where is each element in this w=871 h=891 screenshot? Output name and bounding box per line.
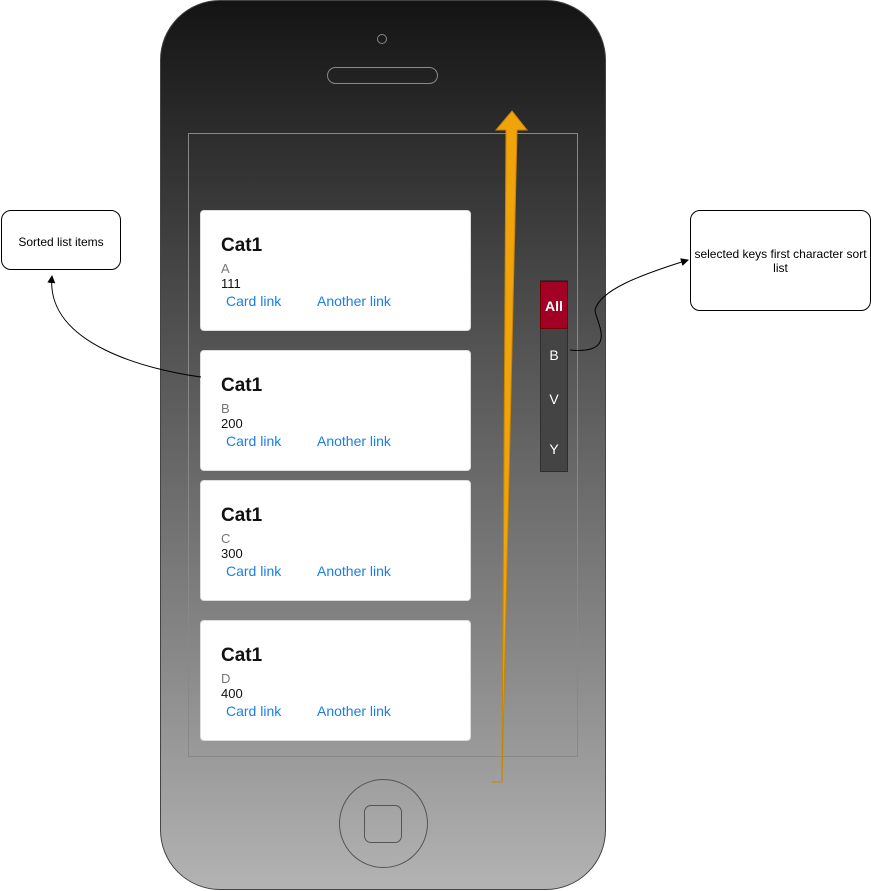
- another-link[interactable]: Another link: [317, 563, 391, 579]
- card-text: 400: [221, 686, 243, 701]
- another-link[interactable]: Another link: [317, 703, 391, 719]
- phone-screen: [188, 133, 578, 757]
- card-link[interactable]: Card link: [226, 703, 282, 719]
- list-card: Cat1 B 200 Card link Another link: [200, 350, 471, 471]
- another-link[interactable]: Another link: [317, 433, 391, 449]
- speaker-grille: [327, 67, 438, 84]
- list-card: Cat1 D 400 Card link Another link: [200, 620, 471, 741]
- callout-sort-keys: selected keys first character sort list: [690, 210, 871, 311]
- callout-right-text: selected keys first character sort list: [694, 247, 867, 275]
- card-subtitle: D: [221, 671, 231, 686]
- connector-right: [569, 258, 689, 351]
- home-square-icon: [364, 805, 402, 843]
- another-link[interactable]: Another link: [317, 293, 391, 309]
- scroll-up-arrow: [492, 110, 529, 783]
- index-item-y[interactable]: Y: [549, 441, 559, 457]
- card-text: 111: [221, 276, 241, 291]
- index-item-all[interactable]: All: [540, 281, 568, 329]
- card-title: Cat1: [221, 375, 263, 396]
- card-subtitle: A: [221, 261, 230, 276]
- callout-sorted-list: Sorted list items: [1, 210, 121, 270]
- index-item-v[interactable]: V: [549, 391, 559, 407]
- list-card: Cat1 A 111 Card link Another link: [200, 210, 471, 331]
- card-subtitle: C: [221, 531, 231, 546]
- card-text: 300: [221, 546, 243, 561]
- card-text: 200: [221, 416, 243, 431]
- callout-left-text: Sorted list items: [18, 235, 104, 249]
- card-link[interactable]: Card link: [226, 563, 282, 579]
- card-link[interactable]: Card link: [226, 433, 282, 449]
- camera-icon: [377, 34, 387, 44]
- connector-left: [47, 275, 202, 378]
- index-item-b[interactable]: B: [549, 347, 559, 363]
- card-title: Cat1: [221, 505, 263, 526]
- card-title: Cat1: [221, 235, 263, 256]
- card-subtitle: B: [221, 401, 230, 416]
- list-card: Cat1 C 300 Card link Another link: [200, 480, 471, 601]
- card-title: Cat1: [221, 645, 263, 666]
- card-link[interactable]: Card link: [226, 293, 282, 309]
- home-button[interactable]: [339, 779, 428, 868]
